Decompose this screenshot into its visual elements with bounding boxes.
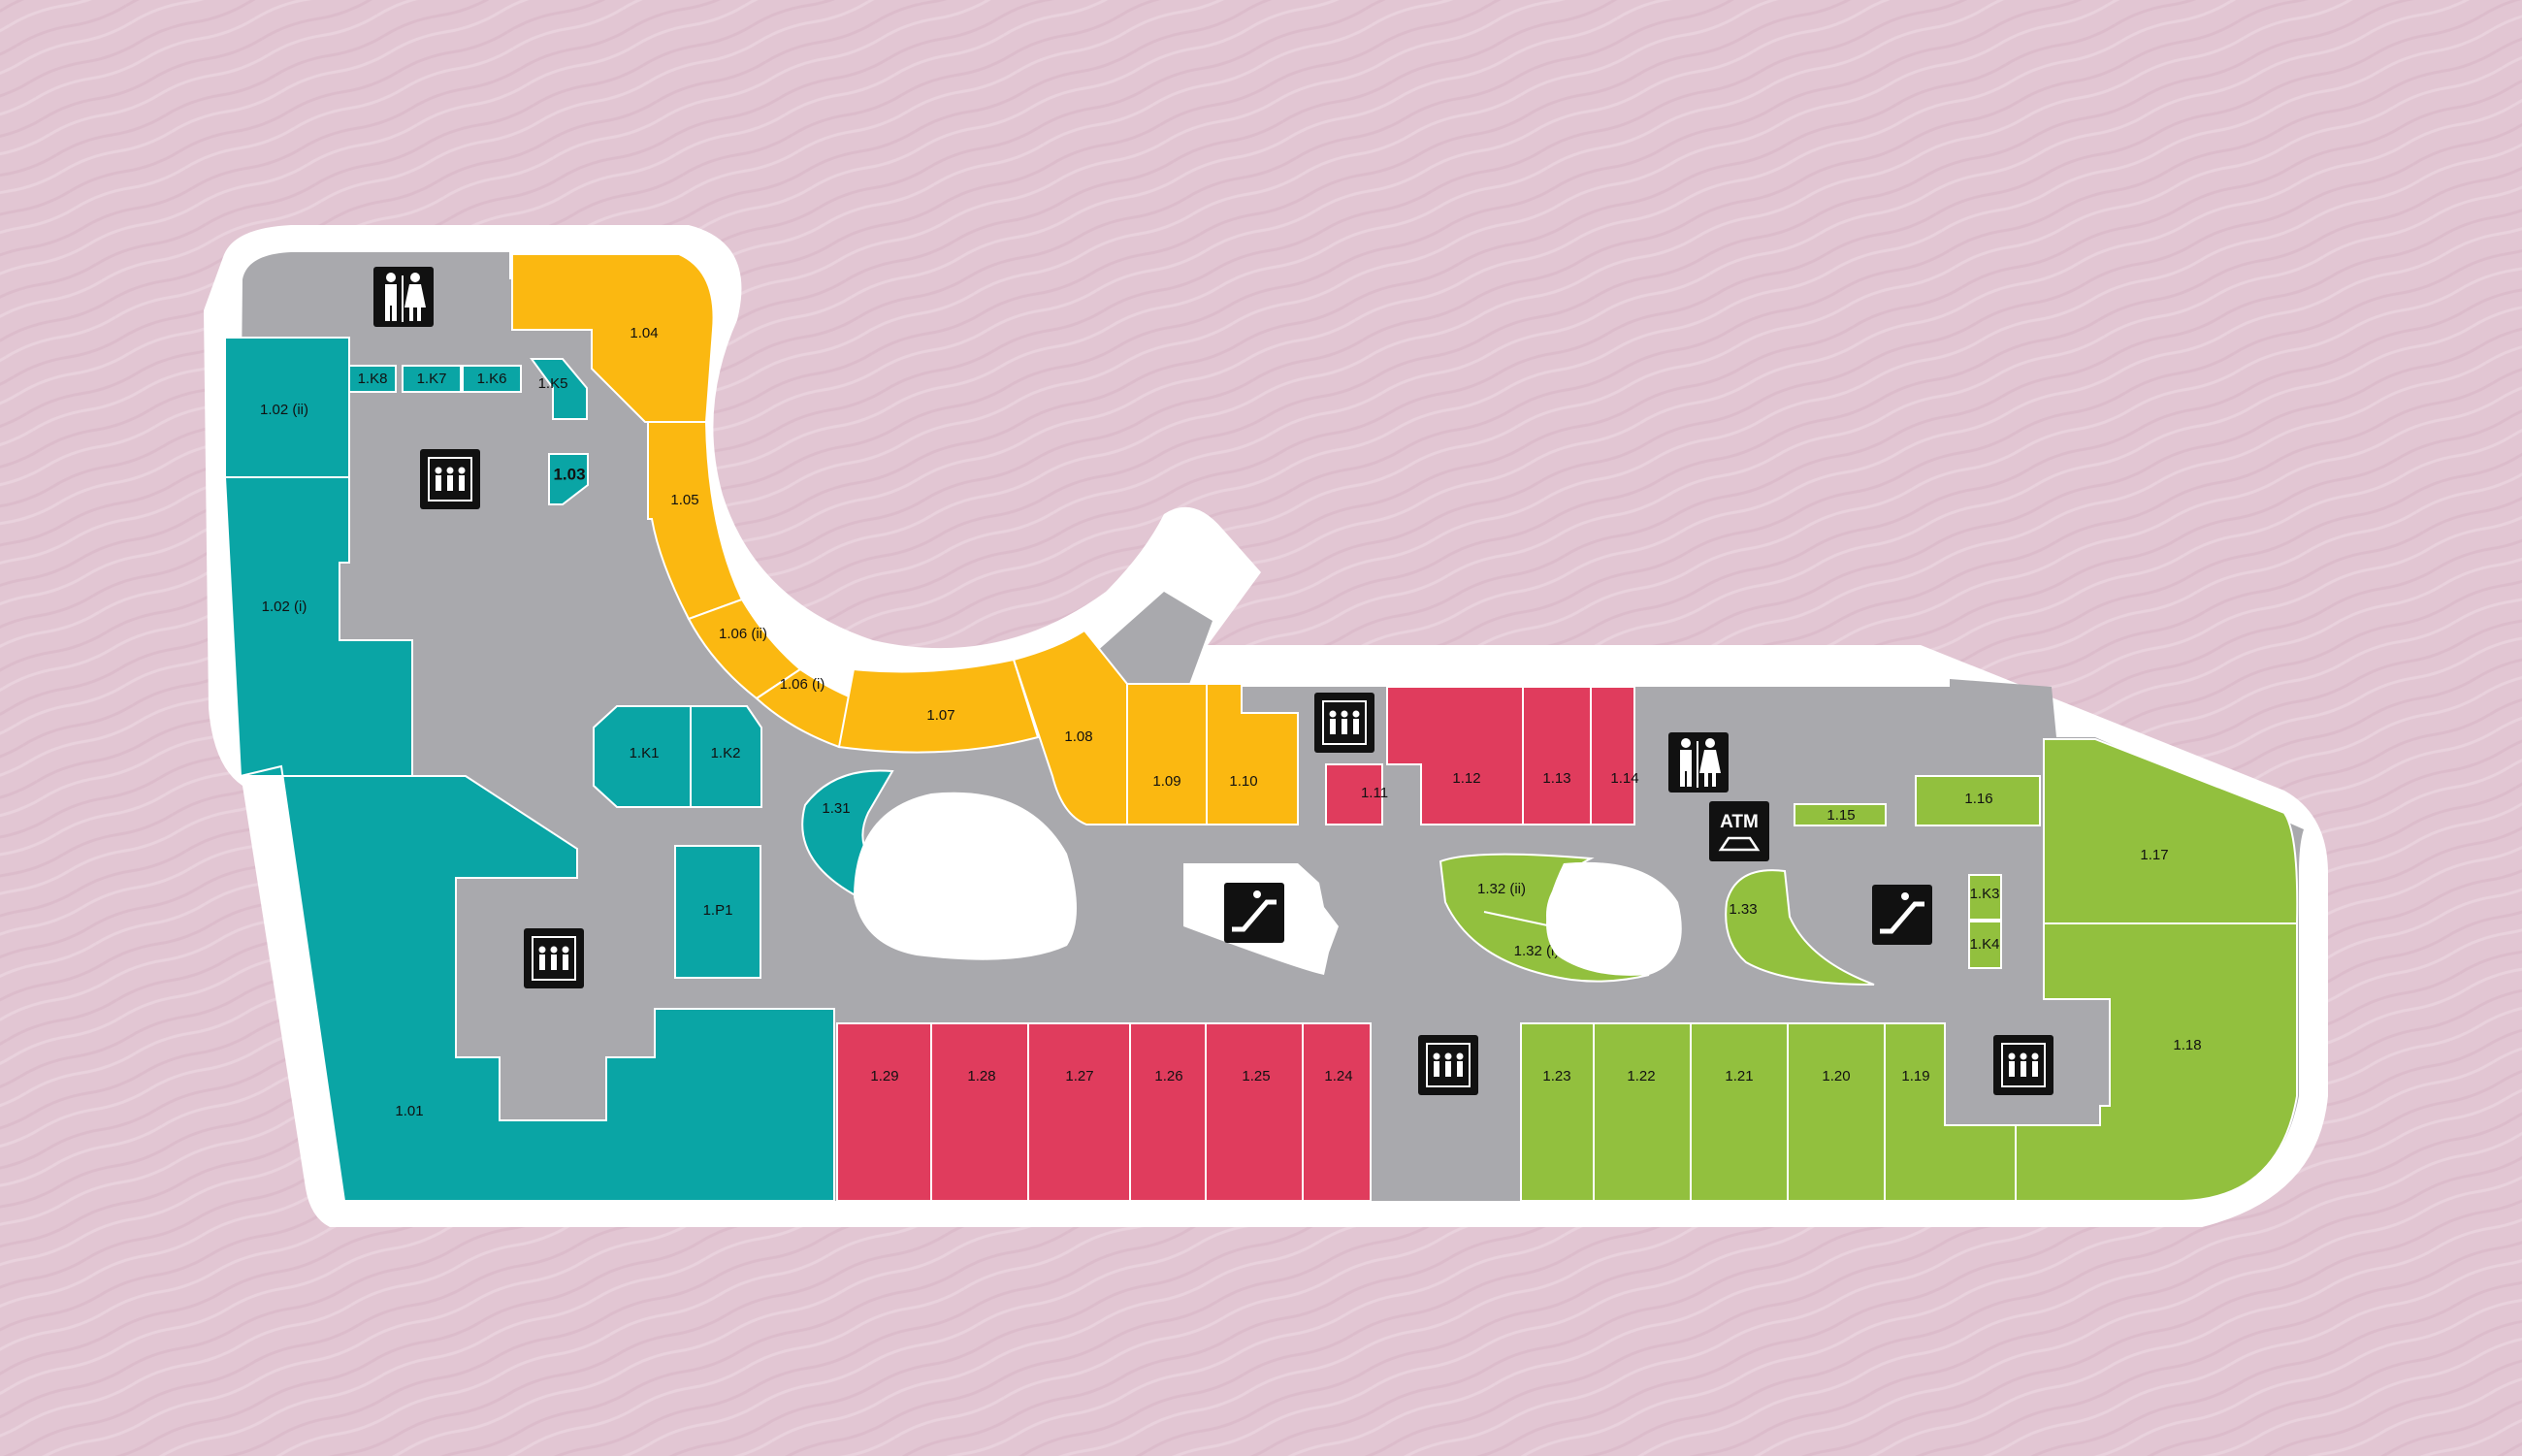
unit-label: 1.K3 bbox=[1970, 886, 2000, 902]
unit-label: 1.07 bbox=[926, 707, 954, 724]
unit-label: 1.23 bbox=[1542, 1068, 1570, 1084]
unit-label: 1.K4 bbox=[1970, 936, 2000, 953]
unit-1-19[interactable] bbox=[1884, 1022, 2017, 1202]
unit-1-18[interactable] bbox=[2015, 922, 2298, 1202]
atrium-void-west bbox=[854, 792, 1077, 960]
unit-label: 1.05 bbox=[670, 492, 698, 508]
unit-label: 1.32 (ii) bbox=[1477, 881, 1526, 897]
unit-label: 1.02 (ii) bbox=[260, 402, 308, 418]
unit-1-09[interactable] bbox=[1126, 683, 1208, 825]
escalator-icon[interactable] bbox=[1872, 885, 1932, 945]
unit-1-k7[interactable] bbox=[402, 365, 462, 393]
unit-label: 1.K1 bbox=[630, 745, 660, 761]
escalator-icon[interactable] bbox=[1224, 883, 1284, 943]
unit-label: 1.33 bbox=[1729, 901, 1757, 918]
amber-zone: 1.04 1.05 1.06 (ii) 1.06 (i) 1.07 1.08 1… bbox=[511, 253, 1299, 825]
unit-label: 1.15 bbox=[1827, 807, 1855, 824]
toilets-icon[interactable] bbox=[373, 267, 434, 327]
atm-label: ATM bbox=[1720, 812, 1759, 832]
unit-1-03[interactable] bbox=[548, 453, 589, 505]
unit-1-k3[interactable] bbox=[1968, 874, 2002, 921]
unit-label: 1.13 bbox=[1542, 770, 1570, 787]
unit-label: 1.26 bbox=[1154, 1068, 1182, 1084]
unit-label: 1.27 bbox=[1065, 1068, 1093, 1084]
unit-1-k4[interactable] bbox=[1968, 921, 2002, 969]
unit-label: 1.09 bbox=[1152, 773, 1180, 790]
unit-label: 1.25 bbox=[1242, 1068, 1270, 1084]
crimson-zone: 1.11 1.12 1.13 1.14 1.29 1.28 1.27 1.26 … bbox=[836, 686, 1639, 1202]
unit-1-23[interactable] bbox=[1520, 1022, 1595, 1202]
unit-label: 1.11 bbox=[1361, 785, 1388, 801]
unit-label: 1.18 bbox=[2173, 1037, 2201, 1053]
unit-1-01[interactable] bbox=[240, 764, 835, 1202]
unit-1-k8[interactable] bbox=[348, 365, 397, 393]
unit-label: 1.14 bbox=[1610, 770, 1638, 787]
lift-icon[interactable] bbox=[1993, 1035, 2053, 1095]
atrium-void-east bbox=[1546, 861, 1682, 976]
unit-label: 1.04 bbox=[630, 325, 658, 341]
unit-1-33[interactable] bbox=[1725, 869, 1875, 986]
unit-label: 1.29 bbox=[870, 1068, 898, 1084]
lift-icon[interactable] bbox=[420, 449, 480, 509]
unit-1-11[interactable] bbox=[1325, 763, 1383, 825]
unit-1-13[interactable] bbox=[1522, 686, 1592, 825]
unit-label: 1.31 bbox=[822, 800, 850, 817]
unit-1-p1[interactable] bbox=[674, 845, 761, 979]
lift-icon[interactable] bbox=[524, 928, 584, 988]
unit-1-14[interactable] bbox=[1590, 686, 1635, 825]
unit-label: 1.06 (ii) bbox=[719, 626, 767, 642]
unit-1-04[interactable] bbox=[511, 253, 715, 423]
unit-1-07[interactable] bbox=[837, 658, 1040, 754]
lift-icon[interactable] bbox=[1418, 1035, 1478, 1095]
unit-label: 1.19 bbox=[1901, 1068, 1929, 1084]
unit-1-28[interactable] bbox=[930, 1022, 1029, 1202]
unit-1-27[interactable] bbox=[1027, 1022, 1131, 1202]
lime-zone: 1.15 1.16 1.17 1.18 1.K3 1.K4 1.23 1.22 … bbox=[1439, 738, 2299, 1202]
unit-1-22[interactable] bbox=[1593, 1022, 1692, 1202]
toilets-icon[interactable] bbox=[1668, 732, 1729, 793]
unit-label: 1.01 bbox=[395, 1103, 423, 1119]
unit-1-29[interactable] bbox=[836, 1022, 932, 1202]
unit-label: 1.K5 bbox=[538, 375, 568, 392]
unit-1-10[interactable] bbox=[1206, 683, 1299, 825]
unit-label: 1.K7 bbox=[417, 371, 447, 387]
unit-label: 1.32 (i) bbox=[1514, 943, 1560, 959]
unit-1-20[interactable] bbox=[1787, 1022, 1886, 1202]
unit-label: 1.17 bbox=[2140, 847, 2168, 863]
teal-zone: 1.02 (ii) 1.02 (i) 1.01 1.K8 1.K7 1.K6 1… bbox=[223, 337, 894, 1202]
unit-label: 1.22 bbox=[1627, 1068, 1655, 1084]
unit-label: 1.12 bbox=[1452, 770, 1480, 787]
unit-1-24[interactable] bbox=[1302, 1022, 1372, 1202]
unit-label: 1.K2 bbox=[711, 745, 741, 761]
unit-1-21[interactable] bbox=[1690, 1022, 1789, 1202]
unit-1-k6[interactable] bbox=[462, 365, 522, 393]
unit-label: 1.02 (i) bbox=[262, 599, 307, 615]
unit-label: 1.24 bbox=[1324, 1068, 1352, 1084]
unit-label: 1.21 bbox=[1725, 1068, 1753, 1084]
unit-label: 1.03 bbox=[553, 465, 585, 483]
unit-1-25[interactable] bbox=[1205, 1022, 1304, 1202]
unit-label: 1.20 bbox=[1822, 1068, 1850, 1084]
unit-label: 1.06 (i) bbox=[780, 676, 825, 693]
unit-label: 1.10 bbox=[1229, 773, 1257, 790]
unit-1-k5[interactable] bbox=[530, 358, 588, 420]
unit-1-26[interactable] bbox=[1129, 1022, 1207, 1202]
unit-label: 1.K6 bbox=[477, 371, 507, 387]
unit-divider bbox=[1483, 911, 1553, 927]
unit-label: 1.16 bbox=[1964, 791, 1992, 807]
lift-icon[interactable] bbox=[1314, 693, 1374, 753]
atm-icon[interactable]: ATM bbox=[1709, 801, 1769, 861]
unit-1-15[interactable] bbox=[1794, 803, 1887, 826]
unit-label: 1.28 bbox=[967, 1068, 995, 1084]
unit-label: 1.08 bbox=[1064, 728, 1092, 745]
unit-label: 1.K8 bbox=[358, 371, 388, 387]
unit-1-16[interactable] bbox=[1915, 775, 2041, 826]
unit-label: 1.P1 bbox=[703, 902, 733, 919]
unit-1-k2[interactable] bbox=[690, 705, 762, 808]
